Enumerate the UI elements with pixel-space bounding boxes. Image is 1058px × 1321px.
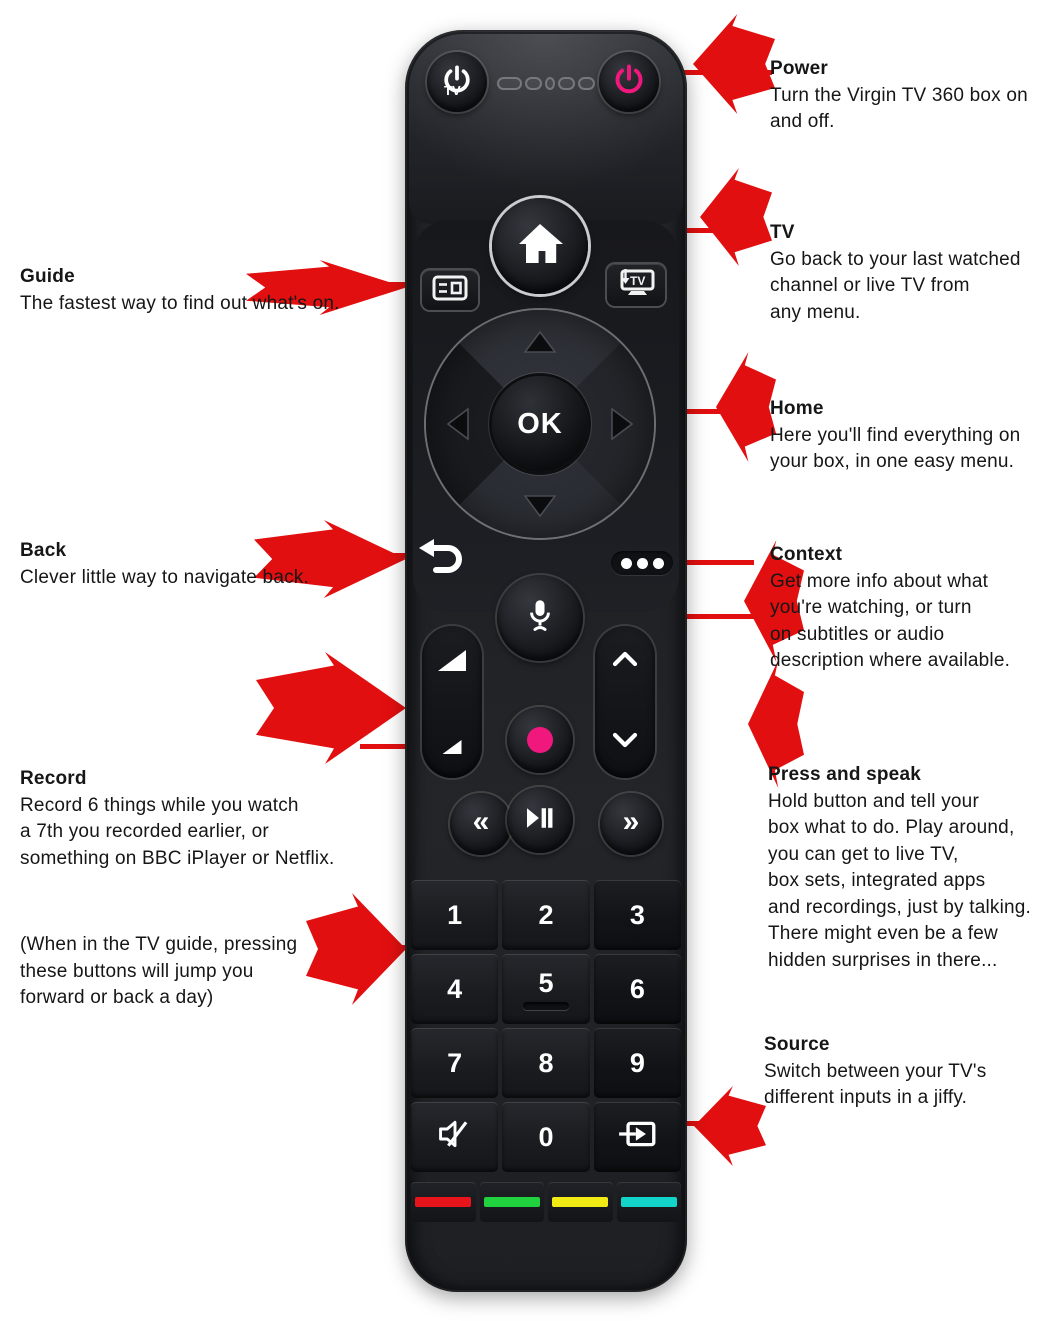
indicator-light: [524, 76, 543, 90]
volume-up-icon: [438, 650, 466, 671]
rewind-button[interactable]: «: [450, 793, 512, 855]
annotation-record-title: Record: [20, 768, 87, 789]
red-key-button[interactable]: [411, 1182, 476, 1222]
dpad: [426, 310, 654, 538]
voice-mic-button[interactable]: [497, 575, 583, 661]
annotation-context-title: Context: [770, 544, 843, 565]
annotation-speak-title: Press and speak: [768, 764, 921, 785]
guide-icon: [432, 275, 468, 306]
power-icon: [612, 63, 646, 102]
callout-arrow-home: [716, 352, 776, 462]
annotation-power-title: Power: [770, 58, 829, 79]
ok-label: OK: [517, 407, 563, 440]
annotation-back: Back Clever little way to navigate back.: [20, 538, 415, 591]
context-button[interactable]: [611, 551, 673, 575]
dpad-up-button[interactable]: [523, 330, 557, 359]
key-7[interactable]: 7: [411, 1028, 499, 1098]
remote-control: TV TV: [405, 30, 687, 1292]
yellow-key-button[interactable]: [548, 1182, 613, 1222]
key-3[interactable]: 3: [593, 880, 681, 950]
context-dots-icon: [620, 557, 632, 569]
red-key-strip: [415, 1197, 472, 1207]
play-pause-button[interactable]: [507, 787, 573, 853]
fast-forward-button[interactable]: »: [600, 793, 662, 855]
blue-key-button[interactable]: [616, 1182, 681, 1222]
annotation-source-title: Source: [764, 1034, 830, 1055]
green-key-strip: [483, 1197, 540, 1207]
annotation-skip: (When in the TV guide, pressing these bu…: [20, 934, 298, 1008]
tv-icon: TV: [616, 268, 656, 303]
channel-rocker[interactable]: [595, 626, 655, 778]
tv-icon-label: TV: [630, 274, 645, 288]
mute-icon: [437, 1119, 473, 1156]
power-button[interactable]: [599, 52, 659, 112]
back-icon: [419, 539, 467, 580]
tv-button[interactable]: TV: [607, 264, 665, 306]
callout-arrow-tv: [700, 168, 772, 266]
key-2[interactable]: 2: [502, 880, 590, 950]
annotation-tv-title: TV: [770, 222, 795, 243]
indicator-light: [545, 76, 556, 90]
annotation-home: Home Here you'll find everything on your…: [770, 396, 1055, 476]
back-button[interactable]: [419, 538, 467, 581]
mic-icon: [525, 598, 555, 639]
mute-button[interactable]: [411, 1102, 499, 1172]
key-5-tactile-ridge: [522, 1002, 569, 1010]
tv-power-button[interactable]: TV: [427, 52, 487, 112]
callout-line-context: [670, 560, 754, 565]
home-button[interactable]: [492, 198, 588, 294]
annotation-power: Power Turn the Virgin TV 360 box on and …: [770, 56, 1055, 136]
annotation-context: Context Get more info about what you're …: [770, 542, 1055, 675]
key-4[interactable]: 4: [411, 954, 499, 1024]
fast-forward-icon: »: [622, 804, 640, 838]
callout-arrow-power: [693, 14, 775, 114]
yellow-key-strip: [552, 1197, 609, 1207]
home-icon: [514, 220, 566, 273]
green-key-button[interactable]: [479, 1182, 544, 1222]
annotation-tv: TV Go back to your last watched channel …: [770, 220, 1055, 326]
annotation-speak: Press and speak Hold button and tell you…: [768, 762, 1056, 974]
key-9[interactable]: 9: [593, 1028, 681, 1098]
tv-power-icon: [441, 64, 473, 101]
rewind-icon: «: [472, 804, 490, 838]
annotation-guide-title: Guide: [20, 266, 75, 287]
ok-button[interactable]: OK: [492, 376, 588, 472]
record-dot-icon: [527, 727, 553, 753]
annotation-home-title: Home: [770, 398, 824, 419]
number-keypad: 1 2 3 4 5 6 7 8 9 0: [411, 880, 681, 1172]
source-icon: [618, 1120, 656, 1155]
tv-power-label: TV: [444, 83, 461, 98]
volume-down-icon: [442, 740, 462, 754]
guide-button[interactable]: [422, 270, 478, 310]
colored-keys-row: [411, 1182, 681, 1222]
channel-up-icon: [612, 650, 638, 672]
channel-down-icon: [612, 732, 638, 754]
annotation-record: Record Record 6 things while you watch a…: [20, 766, 415, 872]
source-button[interactable]: [593, 1102, 681, 1172]
key-5[interactable]: 5: [502, 954, 590, 1024]
dpad-left-button[interactable]: [446, 407, 470, 446]
key-8[interactable]: 8: [502, 1028, 590, 1098]
record-button[interactable]: [507, 707, 573, 773]
indicator-light: [578, 76, 596, 90]
status-indicator-lights: [497, 76, 596, 90]
play-pause-icon: [527, 807, 553, 833]
dpad-down-button[interactable]: [523, 494, 557, 523]
key-1[interactable]: 1: [411, 880, 499, 950]
volume-rocker[interactable]: [422, 626, 482, 778]
annotation-guide: Guide The fastest way to find out what's…: [20, 264, 415, 317]
key-0[interactable]: 0: [502, 1102, 590, 1172]
indicator-light: [558, 76, 576, 90]
key-6[interactable]: 6: [593, 954, 681, 1024]
callout-arrow-source: [694, 1086, 766, 1166]
annotation-back-title: Back: [20, 540, 67, 561]
callout-line-tv-h: [636, 228, 756, 233]
blue-key-strip: [620, 1197, 677, 1207]
indicator-light: [497, 76, 522, 90]
dpad-right-button[interactable]: [610, 407, 634, 446]
callout-line-source: [664, 1121, 716, 1126]
annotation-source: Source Switch between your TV's differen…: [764, 1032, 1054, 1112]
